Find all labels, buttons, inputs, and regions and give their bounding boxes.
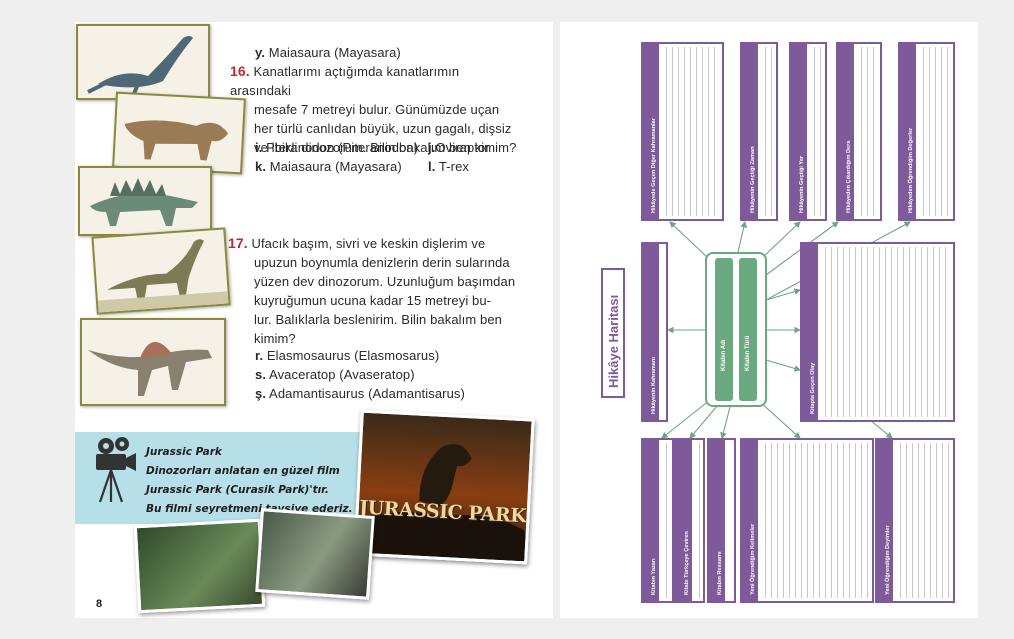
q15-option-y: y. Maiasaura (Mayasara)	[255, 45, 401, 60]
question-17: 17. Ufacık başım, sivri ve keskin dişler…	[228, 235, 516, 346]
box-new-words[interactable]: Yeni Öğrendiğim Kelimeler	[740, 438, 874, 603]
box-story-place[interactable]: Hikâyenin Geçtiği Yer	[789, 42, 827, 221]
box-translator[interactable]: Kitabı Türkçeye Çeviren	[674, 438, 705, 603]
box-story-events[interactable]: Kitapta Geçen Olay	[800, 242, 955, 422]
jurassic-park-text: Jurassic Park Dinozorları anlatan en güz…	[146, 446, 353, 515]
q17-options: r. Elasmosaurus (Elasmosarus) s. Avacera…	[255, 348, 465, 401]
box-lesson-learned[interactable]: Hikâyeden Çıkardığım Ders	[836, 42, 882, 221]
box-story-time[interactable]: Hikâyenin Geçtiği Zaman	[740, 42, 778, 221]
stegosaurus-image	[78, 166, 212, 236]
movie-still-2	[255, 508, 375, 600]
question-number: 16.	[230, 63, 250, 79]
movie-still-1	[133, 518, 266, 614]
question-number: 17.	[228, 235, 248, 251]
box-author[interactable]: Kitabın Yazarı	[641, 438, 674, 603]
question-16: 16. Kanatlarımı açtığımda kanatlarımın a…	[230, 63, 517, 155]
page-number: 8	[96, 598, 103, 610]
elasmosaurus-image	[76, 24, 210, 100]
story-map-title: Hikâye Haritası	[601, 268, 625, 398]
film-camera-icon	[92, 436, 138, 506]
spinosaurus-image	[80, 318, 226, 406]
movie-poster-image: JURASSIC PARK	[353, 409, 535, 565]
box-other-characters[interactable]: Hikâyede Geçen Diğer Kahramanlar	[641, 42, 724, 221]
book-center-box: Kitabın Adı Kitabın Türü	[705, 252, 767, 407]
box-main-character[interactable]: Hikâyenin Kahramanı	[641, 242, 668, 422]
box-illustrator[interactable]: Kitabın Ressamı	[707, 438, 736, 603]
sauropod-image	[91, 227, 231, 315]
q16-options: i. Pteranodon (Piteranodon) j.Oviraptor …	[255, 140, 490, 174]
box-new-idioms[interactable]: Yeni Öğrendiğim Deyimler	[875, 438, 955, 603]
box-values-learned[interactable]: Hikâyeden Öğrendiğim Değerler	[898, 42, 955, 221]
triceratops-image	[112, 91, 246, 175]
